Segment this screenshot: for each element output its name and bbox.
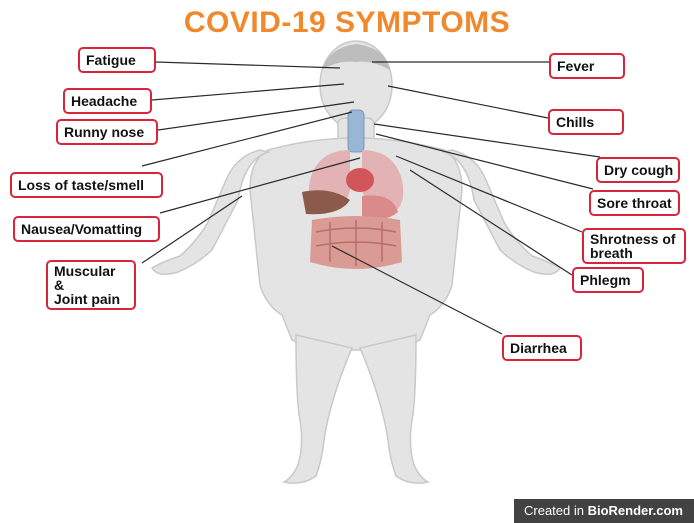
watermark-brand: BioRender.com [588, 503, 683, 518]
shortness-line-1: Shrotness of [590, 232, 678, 246]
shortness-line-2: breath [590, 246, 678, 260]
symptom-label-fatigue: Fatigue [78, 47, 156, 73]
symptom-label-muscular-joint-pain: Muscular & Joint pain [46, 260, 136, 310]
runny-nose-line [158, 102, 354, 130]
symptom-label-sore-throat: Sore throat [589, 190, 680, 216]
symptom-label-dry-cough: Dry cough [596, 157, 680, 183]
symptom-label-fever: Fever [549, 53, 625, 79]
symptom-label-diarrhea: Diarrhea [502, 335, 582, 361]
muscular-line-2: Joint pain [54, 292, 128, 306]
watermark-prefix: Created in [524, 503, 588, 518]
symptom-label-shortness-of-breath: Shrotness of breath [582, 228, 686, 264]
biorender-watermark[interactable]: Created in BioRender.com [514, 499, 694, 523]
trachea-shape [348, 110, 364, 152]
symptom-label-phlegm: Phlegm [572, 267, 644, 293]
fatigue-line [156, 62, 340, 68]
symptom-label-nausea: Nausea/Vomatting [13, 216, 160, 242]
left-arm-shape [152, 150, 268, 274]
right-leg-shape [360, 335, 428, 483]
heart-shape [346, 168, 374, 192]
symptom-label-headache: Headache [63, 88, 152, 114]
symptom-label-chills: Chills [548, 109, 624, 135]
symptom-label-loss-taste-smell: Loss of taste/smell [10, 172, 163, 198]
muscular-line-1: Muscular & [54, 264, 128, 292]
left-leg-shape [284, 335, 352, 483]
headache-line [152, 84, 344, 100]
symptom-label-runny-nose: Runny nose [56, 119, 158, 145]
chills-line [388, 86, 548, 118]
